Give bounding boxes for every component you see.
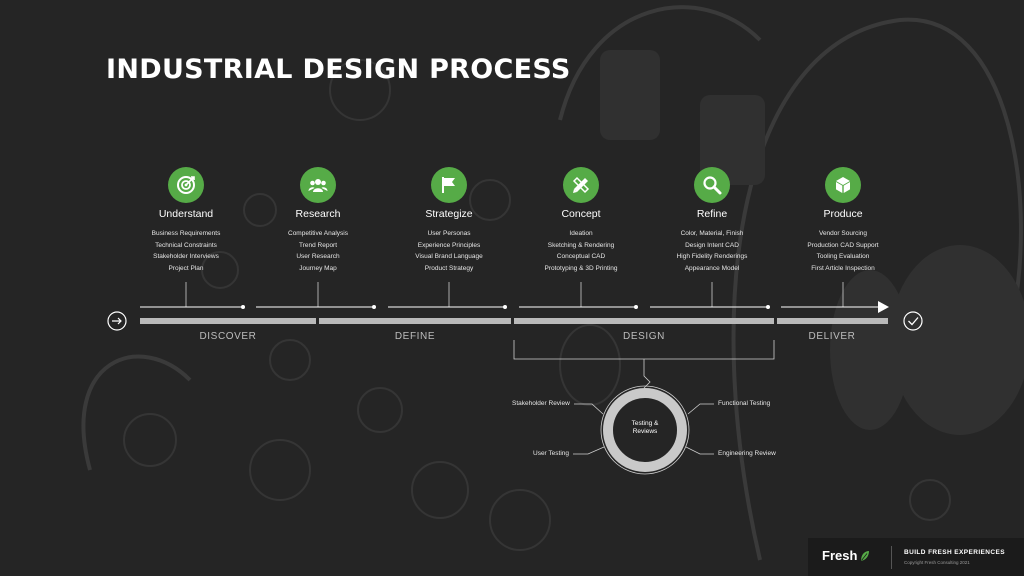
step-item: Conceptual CAD xyxy=(556,253,606,260)
step-research: Research Competitive Analysis Trend Repo… xyxy=(243,167,393,274)
users-icon xyxy=(300,167,336,203)
testing-ring-outline xyxy=(600,385,690,475)
end-check-icon xyxy=(903,311,923,331)
step-item: Ideation xyxy=(569,230,593,237)
step-item: Project Plan xyxy=(168,264,204,272)
step-name: Strategize xyxy=(425,208,473,220)
step-item: First Article Inspection xyxy=(811,264,875,272)
target-icon xyxy=(168,167,204,203)
step-understand: Understand Business Requirements Technic… xyxy=(111,167,261,274)
step-item: High Fidelity Renderings xyxy=(676,253,748,260)
step-item: Color, Material, Finish xyxy=(680,230,744,237)
loop-leaders xyxy=(573,403,714,455)
step-item: Competitive Analysis xyxy=(288,230,348,237)
segment-dot xyxy=(372,305,376,309)
brand-name: Fresh xyxy=(822,548,858,563)
step-item: Vendor Sourcing xyxy=(818,230,868,237)
step-item: Visual Brand Language xyxy=(415,253,483,260)
cube-icon xyxy=(825,167,861,203)
step-name: Produce xyxy=(823,208,863,220)
step-item: Journey Map xyxy=(299,264,337,272)
loop-center-label: Testing &Reviews xyxy=(631,420,659,435)
magnifier-icon xyxy=(694,167,730,203)
step-item: Design Intent CAD xyxy=(685,241,739,249)
segment-dot xyxy=(634,305,638,309)
phase-label-deliver: DELIVER xyxy=(808,331,856,342)
phase-bar-define xyxy=(319,318,511,324)
footer-divider xyxy=(891,546,892,569)
pencil-ruler-icon xyxy=(563,167,599,203)
phase-label-design: DESIGN xyxy=(623,331,665,342)
segment-dot xyxy=(503,305,507,309)
step-item: Business Requirements xyxy=(151,230,221,237)
step-item: Product Strategy xyxy=(424,264,474,272)
step-item: Prototyping & 3D Printing xyxy=(544,264,618,272)
arrow-head-icon xyxy=(878,301,889,313)
footer-bar: Fresh BUILD FRESH EXPERIENCES Copyright … xyxy=(808,538,1024,576)
footer-copyright: Copyright Fresh Consulting 2021 xyxy=(904,560,970,565)
design-bracket xyxy=(513,340,775,360)
step-item: Stakeholder Interviews xyxy=(153,253,219,260)
step-name: Research xyxy=(295,208,341,220)
segment-dot xyxy=(766,305,770,309)
step-produce: Produce Vendor Sourcing Production CAD S… xyxy=(768,167,918,274)
start-arrow-icon xyxy=(107,311,127,331)
step-name: Understand xyxy=(158,208,214,220)
segment-dot xyxy=(241,305,245,309)
phase-label-discover: DISCOVER xyxy=(199,331,257,342)
leaf-icon xyxy=(861,550,870,561)
loop-connector xyxy=(643,359,651,389)
step-strategize: Strategize User Personas Experience Prin… xyxy=(374,167,524,274)
loop-label-engineering-review: Engineering Review xyxy=(718,450,776,457)
footer-tagline: BUILD FRESH EXPERIENCES xyxy=(904,549,1005,556)
testing-ring xyxy=(603,388,687,472)
step-item: Tooling Evaluation xyxy=(816,253,870,260)
loop-label-functional-testing: Functional Testing xyxy=(718,400,771,407)
step-item: Trend Report xyxy=(298,241,338,249)
step-refine: Refine Color, Material, Finish Design In… xyxy=(637,167,787,274)
step-item: User Research xyxy=(296,253,340,260)
step-item: Experience Principles xyxy=(417,241,481,249)
step-item: Appearance Model xyxy=(684,264,740,272)
step-connectors xyxy=(185,282,844,307)
phase-bar-deliver xyxy=(777,318,888,324)
phase-bar-discover xyxy=(140,318,316,324)
step-name: Concept xyxy=(561,208,601,220)
loop-label-stakeholder-review: Stakeholder Review xyxy=(512,400,570,407)
step-concept: Concept Ideation Sketching & Rendering C… xyxy=(506,167,656,274)
phase-bar-design xyxy=(514,318,774,324)
loop-label-user-testing: User Testing xyxy=(533,450,570,457)
step-item: Technical Constraints xyxy=(155,241,217,249)
brand-logo: Fresh xyxy=(822,548,870,563)
step-name: Refine xyxy=(696,208,728,220)
flag-icon xyxy=(431,167,467,203)
phase-label-define: DEFINE xyxy=(394,331,436,342)
page-title: INDUSTRIAL DESIGN PROCESS xyxy=(106,54,571,85)
step-item: Production CAD Support xyxy=(807,241,879,249)
step-item: User Personas xyxy=(427,230,471,237)
step-item: Sketching & Rendering xyxy=(547,241,615,249)
